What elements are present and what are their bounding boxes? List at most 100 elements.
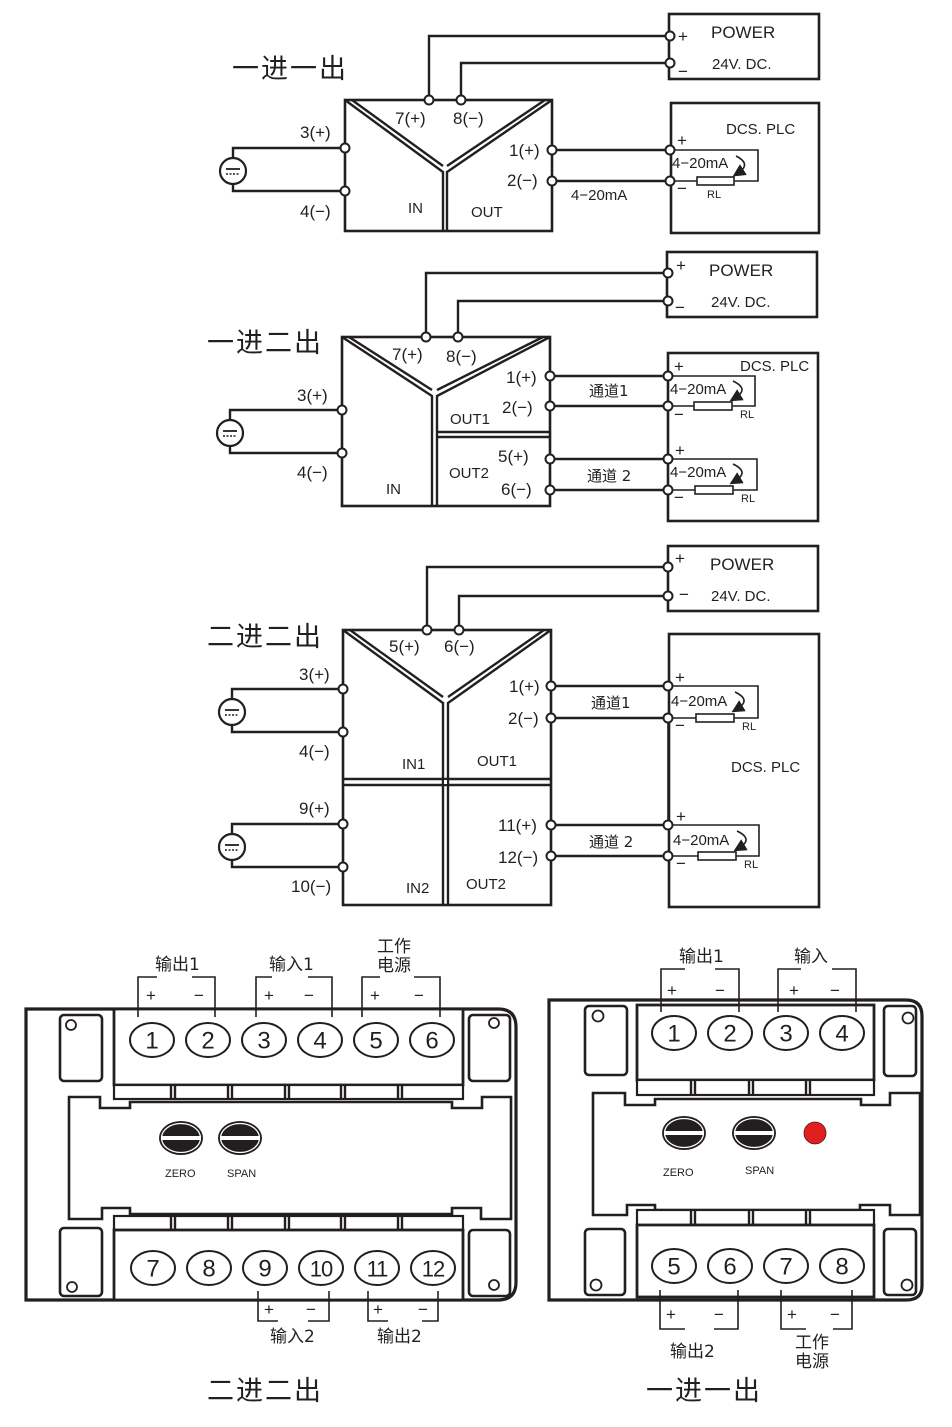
channel-1-label: 通道1 — [589, 382, 629, 400]
plus-sign: + — [667, 981, 677, 1000]
screw-terminal-5[interactable] — [353, 1022, 399, 1058]
terminal-7 — [420, 331, 432, 343]
mounting-hole-icon — [901, 1011, 915, 1025]
screw-terminal-5[interactable] — [651, 1248, 697, 1284]
current-loop-arrow-icon — [729, 380, 744, 402]
terminal-4 — [336, 447, 348, 459]
current-loop-arrow-icon — [731, 691, 746, 713]
plus-sign: + — [264, 1300, 274, 1319]
screw-terminal-8[interactable] — [819, 1248, 865, 1284]
terminal-number: 12 — [422, 1257, 445, 1282]
power-supply-box — [665, 250, 819, 319]
screw-terminal-6[interactable] — [409, 1022, 455, 1058]
screw-terminal-11[interactable] — [354, 1250, 400, 1286]
transmitter-module — [340, 335, 552, 508]
terminal-label: 7(+) — [395, 109, 426, 128]
screw-terminal-10[interactable] — [298, 1250, 344, 1286]
terminal-number: 10 — [310, 1257, 333, 1282]
plus-sign: + — [675, 441, 685, 460]
terminal-6 — [544, 484, 556, 496]
loop-label: 4−20mA — [670, 381, 726, 398]
terminal-label: 3(+) — [299, 665, 330, 684]
loop-label: 4−20mA — [671, 693, 727, 710]
screw-terminal-7[interactable] — [763, 1248, 809, 1284]
screw-terminal-8[interactable] — [186, 1250, 232, 1286]
terminal-label: 3(+) — [297, 386, 328, 405]
screw-terminal-2[interactable] — [707, 1015, 753, 1051]
screw-terminal-3[interactable] — [763, 1015, 809, 1051]
plus-sign: + — [675, 549, 685, 568]
group-label-input: 输入 — [794, 947, 828, 967]
group-label-power-line1: 工作 — [377, 937, 411, 957]
screw-terminal-6[interactable] — [707, 1248, 753, 1284]
plus-sign: + — [677, 131, 687, 150]
terminal-2 — [546, 175, 558, 187]
group-label-output2: 输出2 — [377, 1327, 422, 1347]
group-label-input1: 输入1 — [269, 955, 314, 975]
dcs-plc-box — [666, 351, 820, 523]
resistor-label: RL — [742, 721, 756, 733]
terminal-number: 11 — [367, 1257, 389, 1282]
screw-terminal-1[interactable] — [129, 1022, 175, 1058]
screw-terminal-9[interactable] — [242, 1250, 288, 1286]
current-loop-arrow-icon — [732, 155, 747, 177]
resistor-label: RL — [740, 409, 754, 421]
terminal-number: 4 — [313, 1028, 326, 1055]
terminal-number: 1 — [667, 1021, 680, 1048]
plus-sign: + — [789, 981, 799, 1000]
minus-sign: − — [674, 405, 684, 424]
zero-label: ZERO — [165, 1168, 196, 1180]
terminal-label: 6(−) — [444, 637, 475, 656]
minus-sign: − — [715, 981, 725, 1000]
terminal-10 — [337, 861, 349, 873]
terminal-label: 2(−) — [508, 709, 539, 728]
loop-label: 4−20mA — [670, 464, 726, 481]
plus-sign: + — [678, 27, 688, 46]
span-adjust-screw-icon[interactable] — [731, 1115, 777, 1151]
terminal-8 — [452, 331, 464, 343]
module-out-label: OUT — [471, 204, 503, 221]
terminal-label: 2(−) — [507, 171, 538, 190]
screw-terminal-3[interactable] — [241, 1022, 287, 1058]
screw-terminal-2[interactable] — [185, 1022, 231, 1058]
terminal-3 — [336, 404, 348, 416]
group-label-input2: 输入2 — [270, 1327, 315, 1347]
screw-terminal-12[interactable] — [410, 1250, 456, 1286]
zero-adjust-screw-icon[interactable] — [661, 1115, 707, 1151]
module-in2-label: IN2 — [406, 880, 429, 897]
screw-terminal-7[interactable] — [130, 1250, 176, 1286]
channel-2-label: 通道 2 — [589, 833, 633, 851]
screw-terminal-4[interactable] — [819, 1015, 865, 1051]
screw-terminal-1[interactable] — [651, 1015, 697, 1051]
signal-source-icon — [215, 418, 245, 448]
terminal-5 — [421, 624, 433, 636]
minus-sign: − — [830, 981, 840, 1000]
plus-sign: + — [787, 1305, 797, 1324]
terminal-2 — [544, 400, 556, 412]
terminal-number: 3 — [257, 1028, 270, 1055]
terminal-number: 2 — [723, 1021, 736, 1048]
module-out1-label: OUT1 — [477, 753, 517, 770]
module-out1-label: OUT1 — [450, 411, 490, 428]
power-spec: 24V. DC. — [711, 588, 770, 605]
terminal-number: 9 — [258, 1256, 271, 1283]
plus-sign: + — [674, 357, 684, 376]
zero-adjust-screw-icon[interactable] — [158, 1120, 204, 1156]
terminal-label: 8(−) — [446, 347, 477, 366]
terminal-1 — [544, 370, 556, 382]
resistor-icon — [697, 851, 737, 861]
terminal-label: 1(+) — [506, 368, 537, 387]
screw-terminal-4[interactable] — [297, 1022, 343, 1058]
mounting-hole-icon — [900, 1278, 914, 1292]
span-adjust-screw-icon[interactable] — [217, 1120, 263, 1156]
block-caption: 二进二出 — [207, 1376, 323, 1407]
span-label: SPAN — [227, 1168, 256, 1180]
diagram-one-in-one-out: 一进一出 7(+) 8(−) 3(+) 4(−) IN OUT 1(+) 2(−… — [218, 12, 821, 235]
terminal-label: 12(−) — [498, 848, 538, 867]
terminal-number: 1 — [145, 1028, 158, 1055]
indicator-led-icon — [803, 1121, 827, 1145]
group-label-output1: 输出1 — [679, 947, 724, 967]
terminal-number: 6 — [425, 1028, 438, 1055]
terminal-5 — [544, 453, 556, 465]
